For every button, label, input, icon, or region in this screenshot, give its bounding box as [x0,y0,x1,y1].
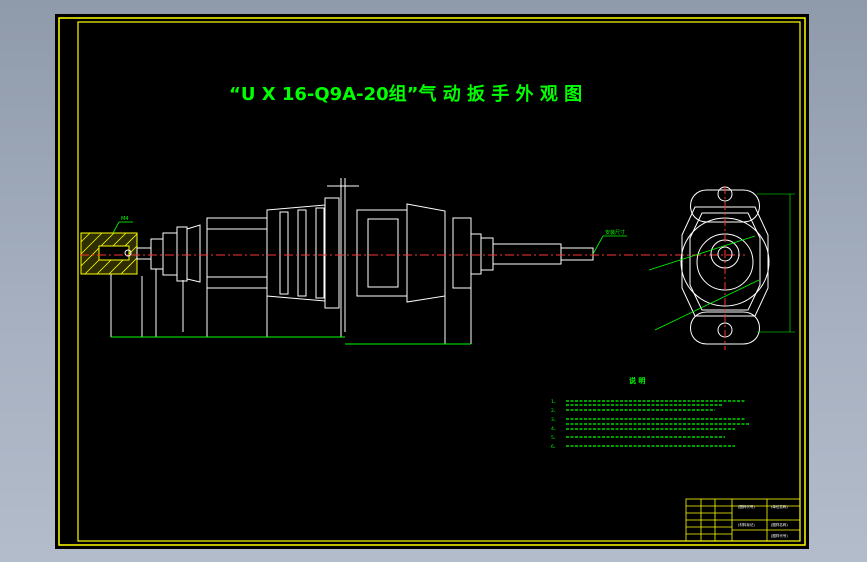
note-number: 5、 [551,435,558,441]
note-number: 4、 [551,426,558,432]
title-block-cell: (材料标记) [738,522,755,527]
side-view [80,178,594,345]
title-block-cell: (图样代号) [738,504,755,509]
end-view [648,186,795,350]
cad-viewport[interactable]: “U X 16-Q9A-20组”气 动 扳 手 外 观 图 [55,14,809,549]
note-number: 2、 [551,408,558,414]
title-block-cell: (图样名称) [771,522,788,527]
inner-frame [77,21,801,542]
assembly-drawing: “U X 16-Q9A-20组”气 动 扳 手 外 观 图 [58,17,806,546]
note-number: 6、 [551,444,558,450]
socket-block [80,232,138,275]
right-tag: 安装尺寸 [605,229,625,236]
note-number: 3、 [551,417,558,423]
title-block [685,498,801,542]
title-block-cell: (单位名称) [771,504,788,509]
note-number: 1、 [551,399,558,405]
left-tag: M4 [121,216,129,222]
outer-frame [58,17,806,546]
notes-heading: 说 明 [629,376,645,385]
notes-block: 说 明 1、 2、 3、 4、 5、 6、 [551,376,750,450]
drawing-title: “U X 16-Q9A-20组”气 动 扳 手 外 观 图 [229,83,582,105]
title-block-cell: (图样代号) [771,533,788,538]
